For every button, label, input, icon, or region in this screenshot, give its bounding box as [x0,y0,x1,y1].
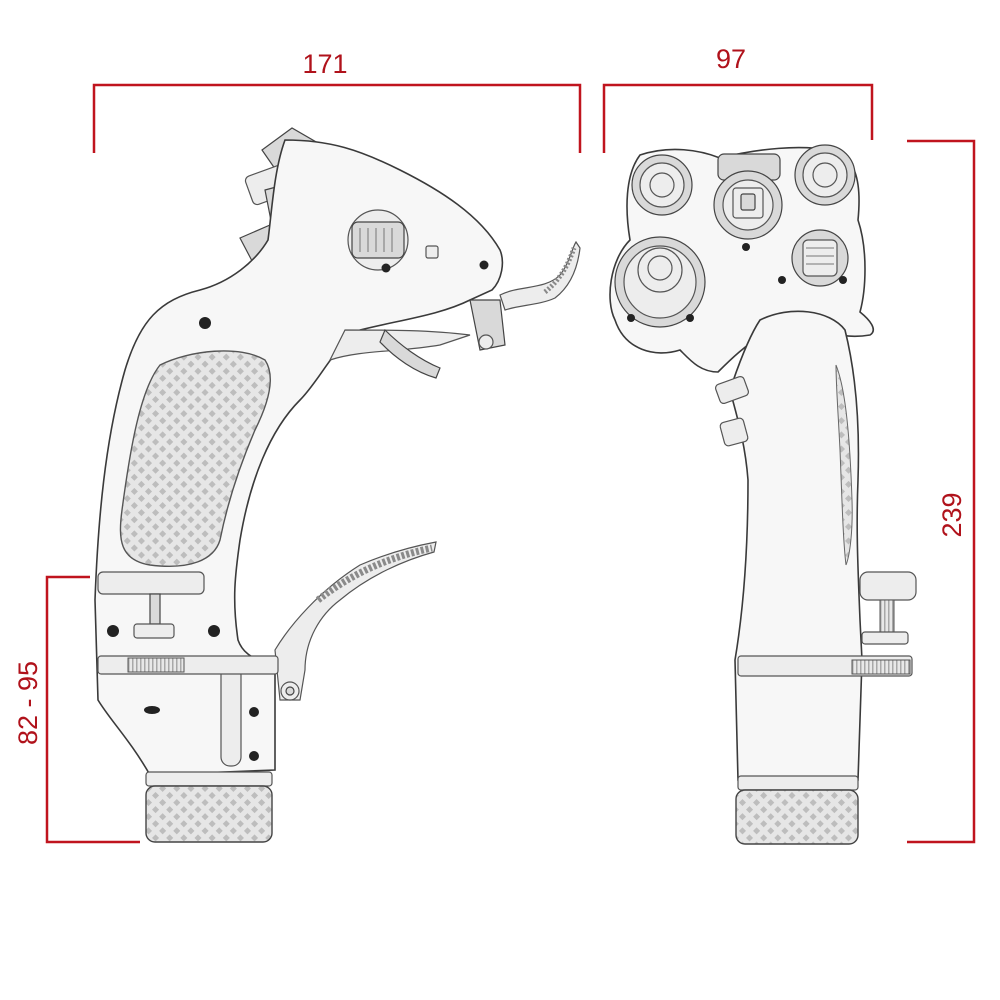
side-grip-body [94,139,504,776]
front-screw-4 [778,276,786,284]
side-screw-1 [199,317,211,329]
front-screw-3 [686,314,694,322]
front-thumb-stick [614,236,706,328]
height-label: 239 [937,492,967,537]
front-wheel-button [791,229,849,287]
side-serial-plate [220,665,242,767]
front-clamp-adjuster [859,571,917,645]
front-clamp-ring [737,655,913,677]
joystick-front-view [609,144,917,845]
dimension-height: 239 [907,139,976,844]
dimension-side-width: 171 [92,49,582,153]
front-grip-texture [835,364,853,566]
front-knurled-nut [735,789,859,845]
dimension-front-width: 97 [602,44,874,153]
base-height-label: 82 - 95 [13,661,43,745]
front-screw-5 [839,276,847,284]
side-upper-trigger [469,240,581,351]
side-screw-4 [107,625,119,637]
side-lower-trigger [274,541,437,701]
front-base-collar [737,775,859,791]
side-clamp-adjuster [97,571,205,639]
side-screw-6 [249,707,259,717]
front-screw-1 [742,243,750,251]
side-clamp-ring [97,655,279,675]
front-grip-body [729,310,863,781]
front-hat-right [794,144,856,206]
front-width-label: 97 [716,44,746,74]
side-nose-lever [379,328,441,379]
side-grip-texture [119,350,271,567]
front-hat-center [713,153,783,240]
front-side-button-1 [715,375,749,405]
side-screw-3 [479,260,489,270]
side-screw-2 [381,263,391,273]
side-width-label: 171 [302,49,347,79]
dimension-base-height: 82 - 95 [13,575,140,844]
front-screw-2 [627,314,635,322]
side-indicator [425,245,439,259]
side-knurled-nut [145,785,273,843]
front-side-button-2 [719,417,749,447]
front-hat-left [631,154,693,216]
side-screw-7 [249,751,259,761]
side-base-collar [145,771,273,787]
side-slot [144,706,160,714]
joystick-side-view [94,127,581,843]
side-screw-5 [208,625,220,637]
side-thumb-wheel [347,209,409,271]
